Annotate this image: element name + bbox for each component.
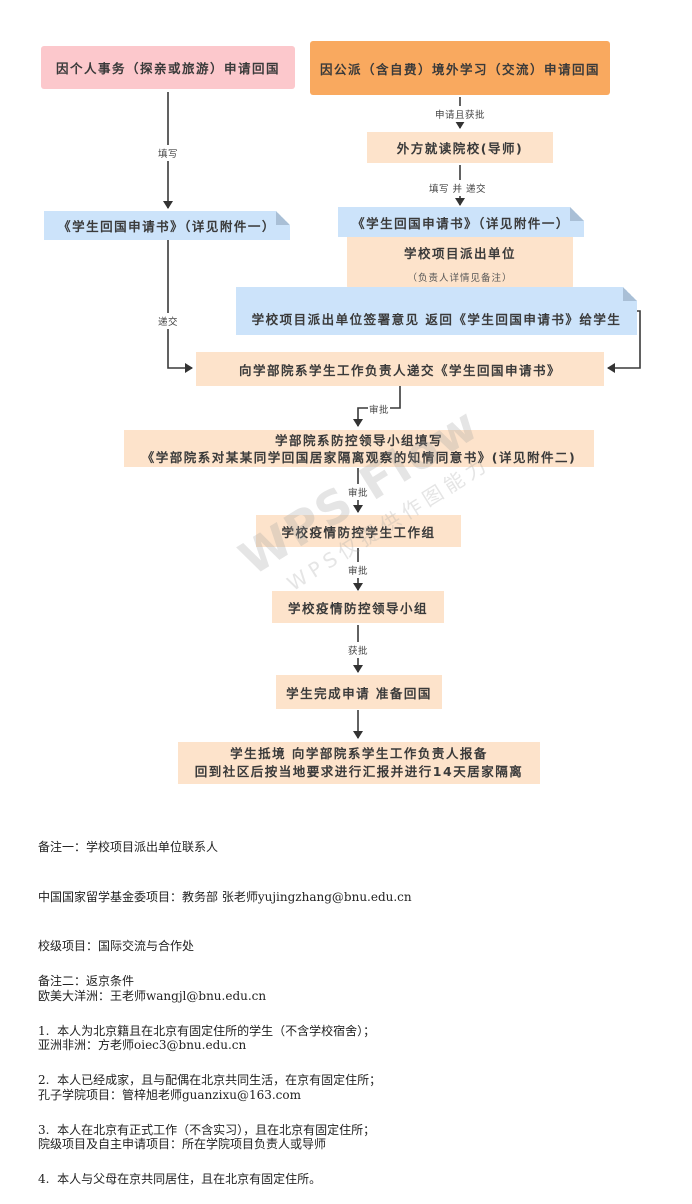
edge-label-fill: 填写 [157, 145, 180, 161]
edge-label-approved: 获批 [347, 642, 370, 658]
dept-group-line1: 学部院系防控领导小组填写 [274, 432, 443, 448]
foreign-school-label: 外方就读院校(导师) [396, 141, 524, 156]
notes-section-1: 备注一：学校项目派出单位联系人 中国国家留学基金委项目：教务部 张老师yujin… [38, 806, 412, 1169]
dispatch-sign-node: 学校项目派出单位签署意见 返回《学生回国申请书》给学生 [236, 287, 637, 335]
notes-1-line: 亚洲非洲：方老师oiec3@bnu.edu.cn [38, 1038, 247, 1052]
dept-group-node: 学部院系防控领导小组填写 《学部院系对某某同学回国居家隔离观察的知情同意书》(详… [124, 430, 594, 467]
dispatch-sign-label: 学校项目派出单位签署意见 返回《学生回国申请书》给学生 [251, 311, 622, 327]
form-left-label: 《学生回国申请书》（详见附件一） [58, 219, 276, 234]
notes-section-2: 备注二：返京条件 1. 本人为北京籍且在北京有固定住所的学生（不含学校宿舍）； … [38, 940, 381, 1204]
notes-2-title: 备注二：返京条件 [38, 974, 135, 988]
notes-2-line: 4. 本人与父母在京共同居住，且在北京有固定住所。 [38, 1172, 322, 1186]
arrival-line2: 回到社区后按当地要求进行汇报并进行14天居家隔离 [194, 764, 524, 779]
start-personal-label: 因个人事务（探亲或旅游）申请回国 [55, 61, 280, 76]
start-official-label: 因公派（含自费）境外学习（交流）申请回国 [319, 61, 600, 77]
form-left-node: 《学生回国申请书》（详见附件一） [44, 211, 290, 240]
notes-2-line: 1. 本人为北京籍且在北京有固定住所的学生（不含学校宿舍）； [38, 1023, 376, 1038]
edge-label-apply-approved: 申请且获批 [434, 106, 487, 122]
edge-label-submit: 递交 [157, 313, 180, 329]
notes-1-line: 孔子学院项目：管梓旭老师guanzixu@163.com [38, 1087, 301, 1102]
complete-node: 学生完成申请 准备回国 [276, 675, 442, 709]
edge-label-approve-2: 审批 [347, 484, 370, 500]
submit-dept-label: 向学部院系学生工作负责人递交《学生回国申请书》 [238, 362, 561, 378]
notes-1-line: 校级项目：国际交流与合作处 [38, 939, 195, 953]
foreign-school-node: 外方就读院校(导师) [367, 132, 553, 163]
edge-form-to-submit [167, 240, 193, 373]
dispatch-unit-subtitle: （负责人详情见备注） [407, 272, 513, 284]
dispatch-unit-node: 学校项目派出单位 （负责人详情见备注） [347, 237, 573, 289]
notes-1-line: 院级项目及自主申请项目：所在学院项目负责人或导师 [38, 1137, 327, 1151]
edge-label-approve-3: 审批 [347, 562, 370, 578]
notes-2-line: 3. 本人在北京有正式工作（不含实习），且在北京有固定住所； [38, 1122, 376, 1137]
dept-group-line2: 《学部院系对某某同学回国居家隔离观察的知情同意书》(详见附件二) [141, 449, 577, 465]
notes-1-title: 备注一：学校项目派出单位联系人 [38, 840, 219, 854]
school-lead-group-node: 学校疫情防控领导小组 [272, 591, 444, 623]
notes-1-line: 欧美大洋洲：王老师wangjl@bnu.edu.cn [38, 988, 267, 1003]
notes-1-line: 中国国家留学基金委项目：教务部 张老师yujingzhang@bnu.edu.c… [38, 889, 412, 904]
arrival-line1: 学生抵境 向学部院系学生工作负责人报备 [230, 746, 488, 761]
school-lead-group-label: 学校疫情防控领导小组 [287, 600, 428, 616]
edge-label-approve-1: 审批 [368, 401, 391, 417]
start-personal-node: 因个人事务（探亲或旅游）申请回国 [41, 46, 295, 89]
form-right-node: 《学生回国申请书》（详见附件一） [338, 207, 584, 237]
notes-2-line: 2. 本人已经成家，且与配偶在北京共同生活，在京有固定住所； [38, 1073, 382, 1087]
edge-sign-to-submit [607, 310, 641, 373]
edge-label-fill-and-submit: 填写 并 递交 [428, 180, 488, 196]
arrival-node: 学生抵境 向学部院系学生工作负责人报备 回到社区后按当地要求进行汇报并进行14天… [178, 742, 540, 784]
submit-dept-node: 向学部院系学生工作负责人递交《学生回国申请书》 [196, 352, 604, 386]
dispatch-unit-title: 学校项目派出单位 [403, 245, 516, 261]
complete-label: 学生完成申请 准备回国 [286, 685, 432, 701]
form-right-label: 《学生回国申请书》（详见附件一） [352, 215, 570, 231]
start-official-node: 因公派（含自费）境外学习（交流）申请回国 [310, 41, 610, 95]
school-work-group-label: 学校疫情防控学生工作组 [281, 524, 436, 540]
school-work-group-node: 学校疫情防控学生工作组 [256, 515, 461, 547]
